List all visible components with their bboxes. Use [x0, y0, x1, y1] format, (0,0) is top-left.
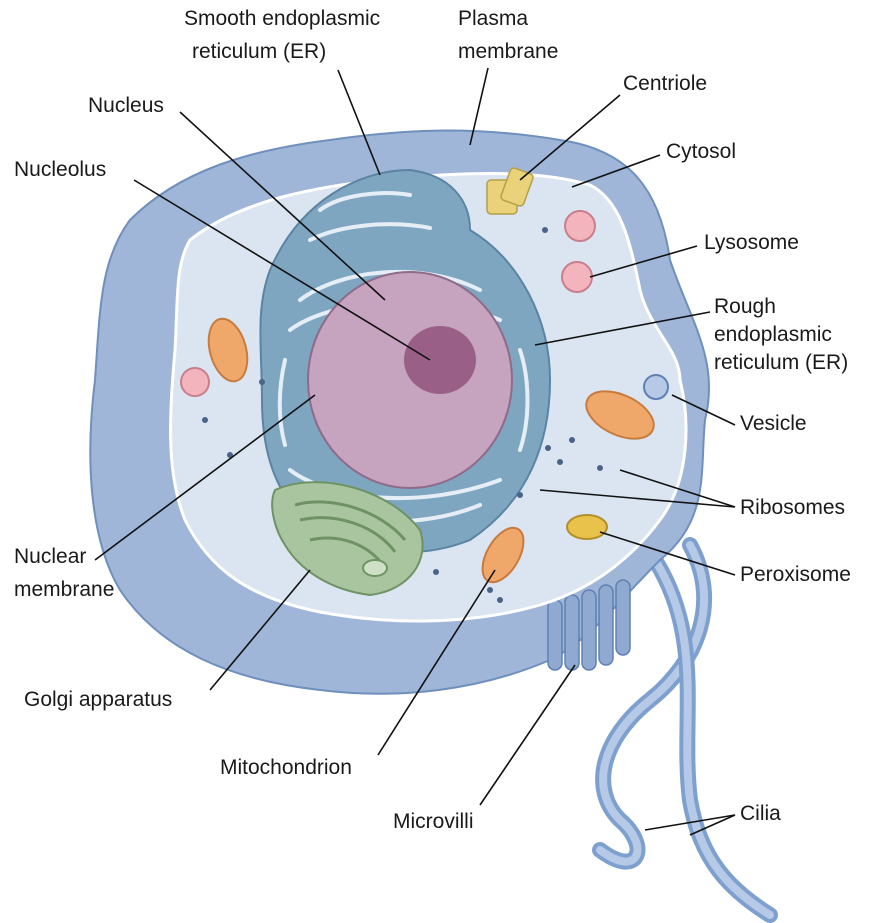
label-vesicle: Vesicle — [740, 412, 807, 435]
label-lysosome: Lysosome — [704, 231, 799, 254]
label-plasma-membrane: Plasma membrane — [458, 7, 558, 63]
label-rough-er: Rough endoplasmic reticulum (ER) — [714, 295, 848, 374]
label-nucleus: Nucleus — [88, 94, 164, 117]
label-smooth-er: Smooth endoplasmic reticulum (ER) — [184, 7, 386, 63]
label-ribosomes: Ribosomes — [740, 496, 845, 519]
nucleolus — [404, 326, 476, 394]
label-cytosol: Cytosol — [666, 140, 736, 163]
label-golgi: Golgi apparatus — [24, 688, 172, 711]
label-peroxisome: Peroxisome — [740, 563, 851, 586]
label-nuclear-membrane: Nuclear membrane — [14, 545, 114, 601]
label-mitochondrion: Mitochondrion — [220, 756, 352, 779]
vesicle-icon — [644, 375, 668, 399]
label-nucleolus: Nucleolus — [14, 158, 106, 181]
label-microvilli: Microvilli — [393, 810, 474, 833]
label-centriole: Centriole — [623, 72, 707, 95]
label-cilia: Cilia — [740, 802, 781, 825]
peroxisome — [567, 515, 607, 539]
